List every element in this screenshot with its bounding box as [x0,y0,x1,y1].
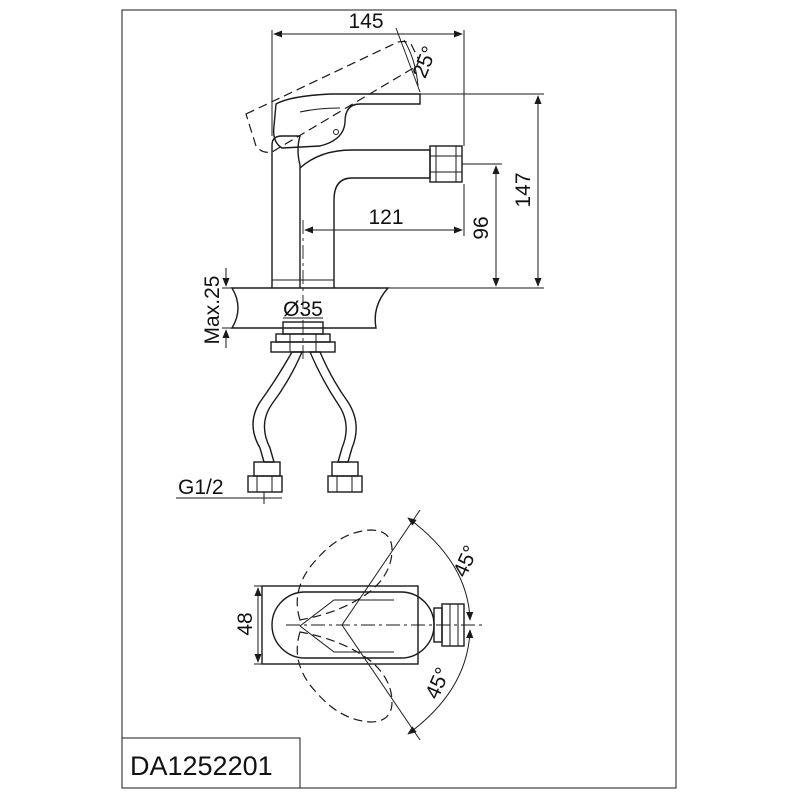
lever-swing-lower [296,631,393,723]
dim-spout-height: 96 [470,216,493,239]
flexible-hoses [252,351,357,463]
dim-thread: G1/2 [178,476,224,499]
model-code: DA1252201 [130,751,273,781]
dim-body-depth: 48 [234,612,257,635]
dim-swivel-angle-upper: 45° [449,542,483,580]
dim-height-total: 147 [512,172,535,207]
faucet-body [271,135,301,288]
dim-width-total: 145 [348,10,383,33]
lever-swing-upper [296,529,393,621]
lever-handle [272,93,421,149]
top-view-dimensions: 48 45° 45° [234,542,483,702]
hose-connector-left [247,461,283,493]
top-view [261,509,486,741]
dim-swivel-angle-lower: 45° [421,664,455,702]
faucet-spout [299,149,431,288]
aerator [429,145,463,183]
side-view [230,40,463,493]
dim-spout-reach: 121 [368,206,403,229]
lever-raised-outline [245,40,419,153]
drawing-frame [121,9,677,789]
mounting-shank [270,321,336,353]
dim-mount-diameter: Ø35 [283,298,323,321]
side-view-dimensions: 145 25° 147 96 121 Max.25 Ø35 G1/2 [176,10,544,504]
countertop-section [230,287,390,329]
hose-connector-right [327,461,363,493]
dim-max-thickness: Max.25 [201,276,224,345]
